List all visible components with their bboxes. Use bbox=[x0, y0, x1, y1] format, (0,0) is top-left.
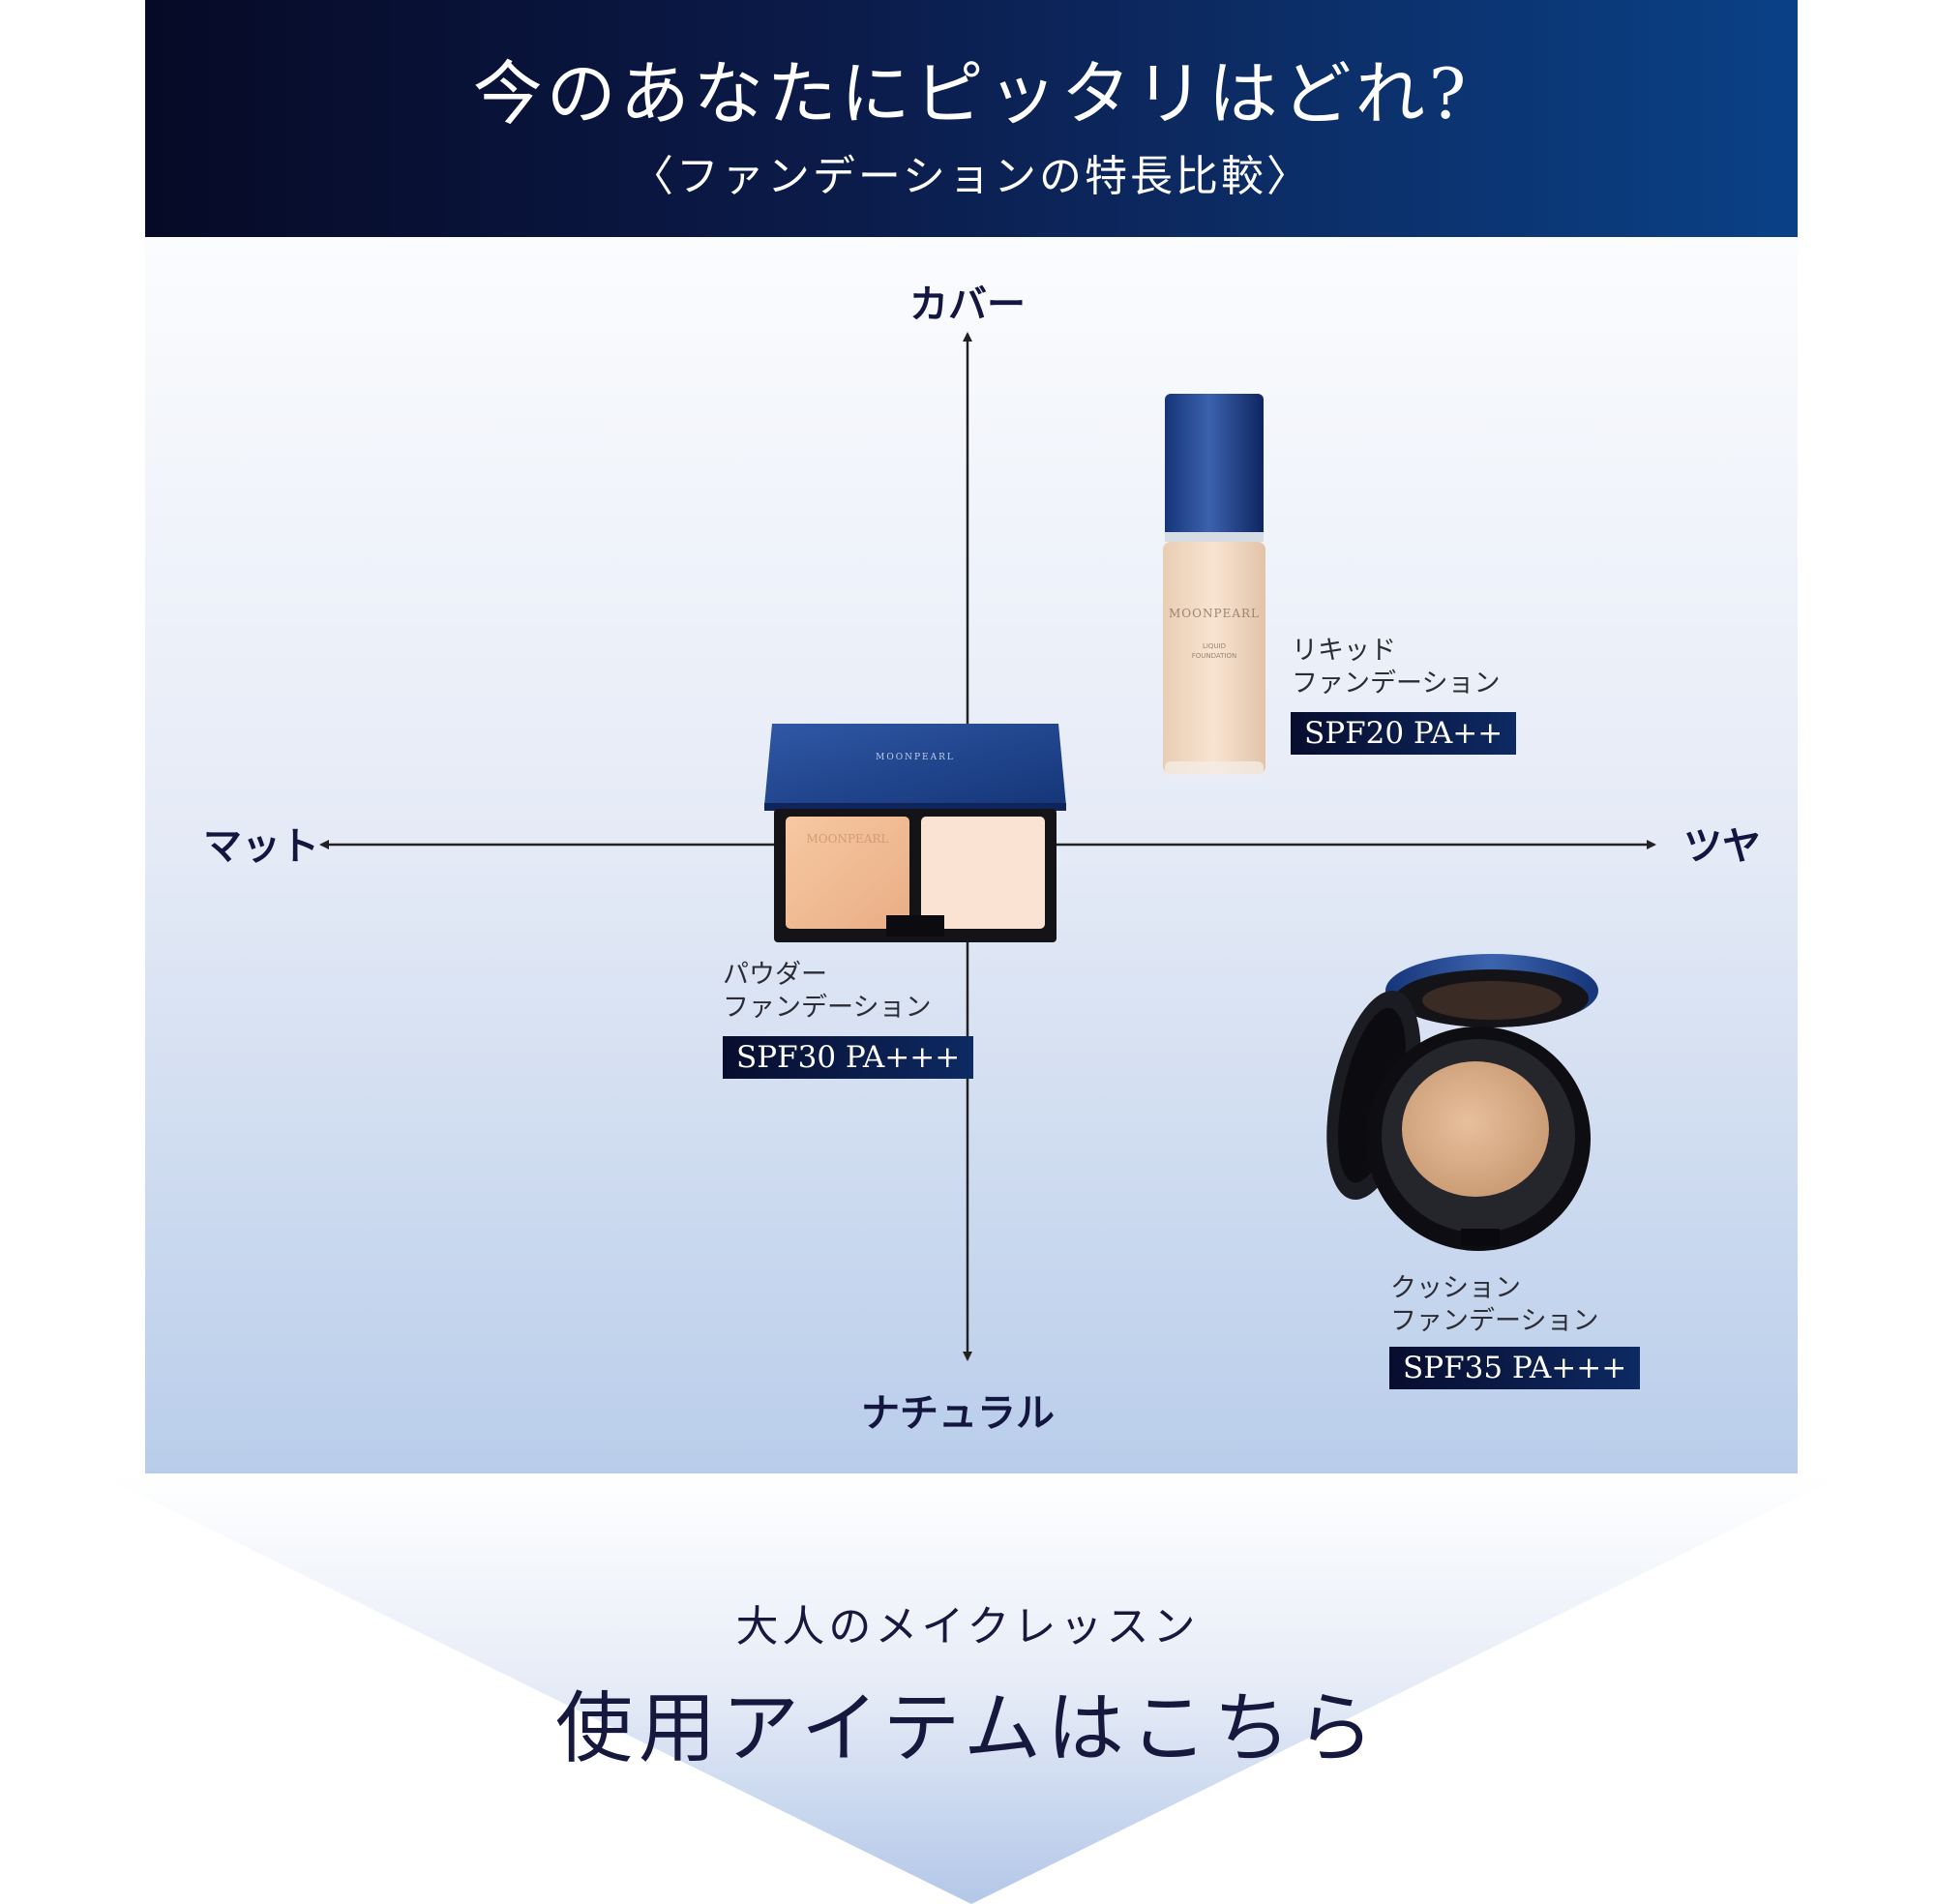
axis-label-natural: ナチュラル bbox=[861, 1391, 1055, 1436]
bottom-arrow-banner bbox=[97, 1473, 1846, 1904]
powder-foundation-label: パウダー ファンデーション bbox=[723, 960, 932, 1023]
liquid-foundation-image[interactable]: MOONPEARL LIQUID FOUNDATION bbox=[1161, 392, 1267, 777]
powder-lid-brand-mark: MOONPEARL bbox=[876, 753, 955, 762]
cushion-spf-badge: SPF35 PA+++ bbox=[1389, 1347, 1641, 1389]
makeup-lesson-subtitle: 大人のメイクレッスン bbox=[735, 1602, 1200, 1651]
powder-foundation-image[interactable]: MOONPEARL MOONPEARL bbox=[764, 724, 1066, 944]
page-subtitle: 〈ファンデーションの特長比較〉 bbox=[630, 152, 1313, 201]
liquid-brand-mark: MOONPEARL bbox=[1169, 607, 1260, 620]
liquid-foundation-label: リキッド ファンデーション bbox=[1292, 636, 1501, 699]
liquid-spf-badge: SPF20 PA++ bbox=[1291, 712, 1517, 755]
cushion-foundation-image[interactable] bbox=[1325, 950, 1606, 1252]
cushion-foundation-label: クッション ファンデーション bbox=[1390, 1273, 1599, 1336]
page-title: 今のあなたにピッタリはどれ? bbox=[472, 53, 1471, 134]
powder-spf-badge: SPF30 PA+++ bbox=[723, 1036, 974, 1079]
header-banner: 今のあなたにピッタリはどれ? 〈ファンデーションの特長比較〉 bbox=[145, 0, 1798, 237]
axis-label-cover: カバー bbox=[909, 283, 1026, 327]
powder-pan-brand-mark: MOONPEARL bbox=[806, 832, 889, 846]
axis-label-matte: マット bbox=[203, 824, 319, 869]
axis-label-glow: ツヤ bbox=[1683, 824, 1761, 869]
use-items-title: 使用アイテムはこちら bbox=[555, 1683, 1380, 1773]
liquid-type-mark: LIQUID FOUNDATION bbox=[1191, 642, 1237, 660]
